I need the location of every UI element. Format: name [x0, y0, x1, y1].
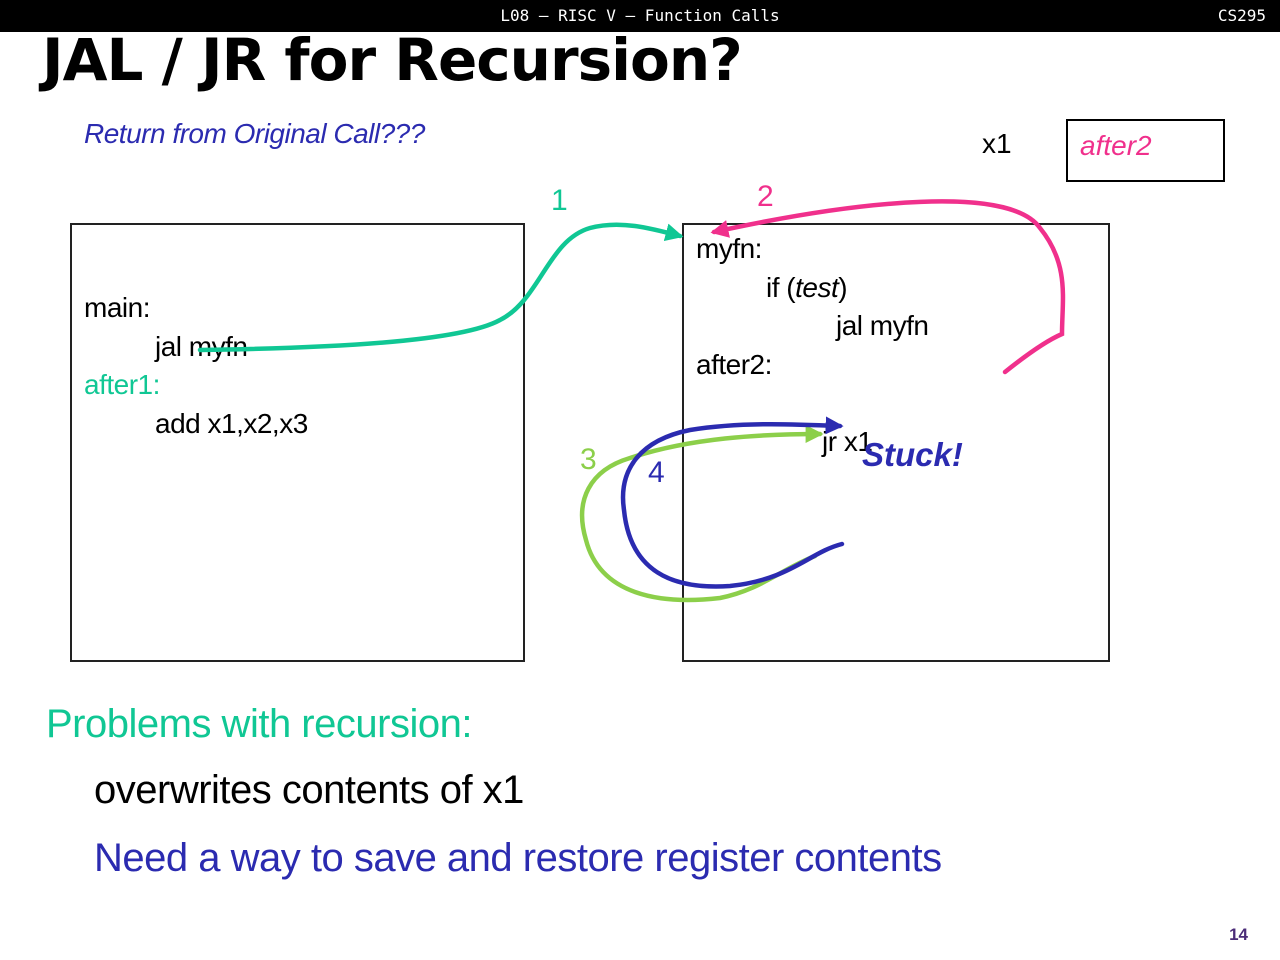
slide-title: JAL / JR for Recursion? — [42, 26, 743, 94]
problem-bullet-1: overwrites contents of x1 — [94, 768, 524, 812]
course-code: CS295 — [1217, 6, 1266, 25]
top-bar: L08 – RISC V – Function Calls CS295 — [0, 0, 1280, 32]
stuck-label: Stuck! — [862, 436, 963, 473]
after1-label: after1: — [84, 369, 160, 400]
if-suffix: ) — [838, 272, 848, 303]
register-box: after2 — [1066, 119, 1225, 182]
problem-bullet-2: Need a way to save and restore register … — [94, 836, 942, 880]
if-test-line: if (test) — [766, 272, 848, 304]
main-label: main: — [84, 292, 150, 323]
register-label: x1 — [982, 128, 1012, 159]
arrow-label-2: 2 — [757, 180, 774, 213]
register-value: after2 — [1080, 130, 1152, 161]
problems-heading: Problems with recursion: — [46, 702, 472, 746]
main-add-instruction: add x1,x2,x3 — [155, 408, 308, 439]
arrow-label-4: 4 — [648, 456, 665, 489]
slide-subtitle: Return from Original Call??? — [84, 118, 425, 149]
after2-label: after2: — [696, 349, 772, 380]
test-word: test — [795, 272, 839, 303]
myfn-label: myfn: — [696, 233, 762, 264]
page-number: 14 — [1229, 925, 1248, 944]
if-prefix: if ( — [766, 272, 796, 303]
main-code-box — [70, 223, 525, 662]
myfn-jal-instruction: jal myfn — [836, 310, 929, 341]
arrow-label-3: 3 — [580, 443, 597, 476]
lecture-title: L08 – RISC V – Function Calls — [500, 6, 780, 25]
arrow-label-1: 1 — [551, 184, 568, 217]
main-jal-instruction: jal myfn — [155, 331, 248, 362]
